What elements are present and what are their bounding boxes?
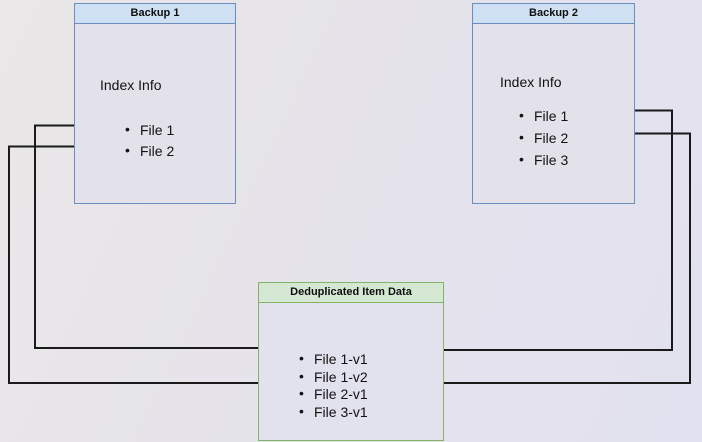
dedup-file-list: File 1-v1 File 1-v2 File 2-v1 File 3-v1 xyxy=(299,350,368,422)
node-backup-2-body: Index Info File 1 File 2 File 3 xyxy=(473,24,634,203)
list-item[interactable]: File 2 xyxy=(125,140,174,162)
list-item[interactable]: File 2 xyxy=(519,126,568,149)
node-deduplicated-item-data[interactable]: Deduplicated Item Data File 1-v1 File 1-… xyxy=(258,282,444,441)
node-backup-2[interactable]: Backup 2 Index Info File 1 File 2 File 3 xyxy=(472,3,635,204)
list-item[interactable]: File 1-v2 xyxy=(299,368,368,387)
node-backup-1-body: Index Info File 1 File 2 xyxy=(75,24,235,203)
backup-2-file-list: File 1 File 2 File 3 xyxy=(519,104,568,171)
node-backup-2-title: Backup 2 xyxy=(473,4,634,24)
list-item[interactable]: File 2-v1 xyxy=(299,385,368,404)
node-deduplicated-item-data-body: File 1-v1 File 1-v2 File 2-v1 File 3-v1 xyxy=(259,303,443,440)
node-deduplicated-item-data-title: Deduplicated Item Data xyxy=(259,283,443,303)
list-item[interactable]: File 1 xyxy=(519,104,568,127)
backup-1-file-list: File 1 File 2 xyxy=(125,119,174,162)
node-backup-1-title: Backup 1 xyxy=(75,4,235,24)
list-item[interactable]: File 3 xyxy=(519,148,568,171)
list-item[interactable]: File 1-v1 xyxy=(299,350,368,369)
backup-1-index-info-label: Index Info xyxy=(100,77,162,93)
list-item[interactable]: File 1 xyxy=(125,119,174,141)
list-item[interactable]: File 3-v1 xyxy=(299,403,368,422)
node-backup-1[interactable]: Backup 1 Index Info File 1 File 2 xyxy=(74,3,236,204)
backup-2-index-info-label: Index Info xyxy=(500,74,562,90)
